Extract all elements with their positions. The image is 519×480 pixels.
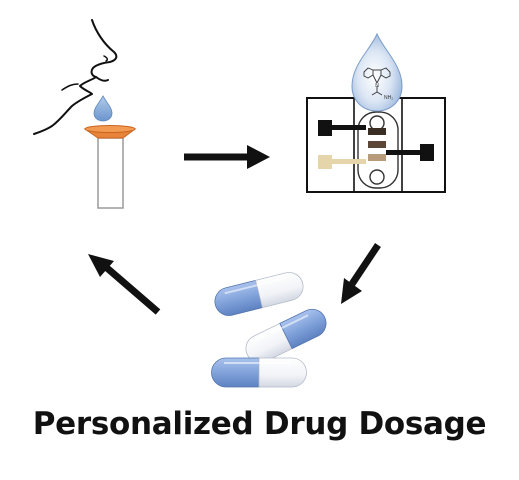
arrow-right — [184, 145, 270, 169]
saliva-drop-icon — [93, 95, 113, 122]
arrow-down-left — [341, 243, 381, 304]
analyte-drop-icon: N NH₂ — [351, 32, 403, 112]
molecule-nh2-label: NH₂ — [384, 95, 393, 101]
arrow-up-left — [88, 254, 161, 315]
capsule-bottom — [211, 357, 307, 388]
molecule-structure-icon — [363, 67, 391, 96]
molecule-n-label: N — [375, 83, 379, 89]
diagram-caption: Personalized Drug Dosage — [32, 406, 487, 442]
collection-tube-icon — [83, 125, 137, 209]
capsule-top — [214, 272, 304, 316]
capsule-pills-icon — [211, 272, 327, 388]
face-profile-icon — [33, 19, 118, 135]
sensor-chip-icon — [306, 97, 446, 193]
capsule-middle — [245, 308, 327, 364]
